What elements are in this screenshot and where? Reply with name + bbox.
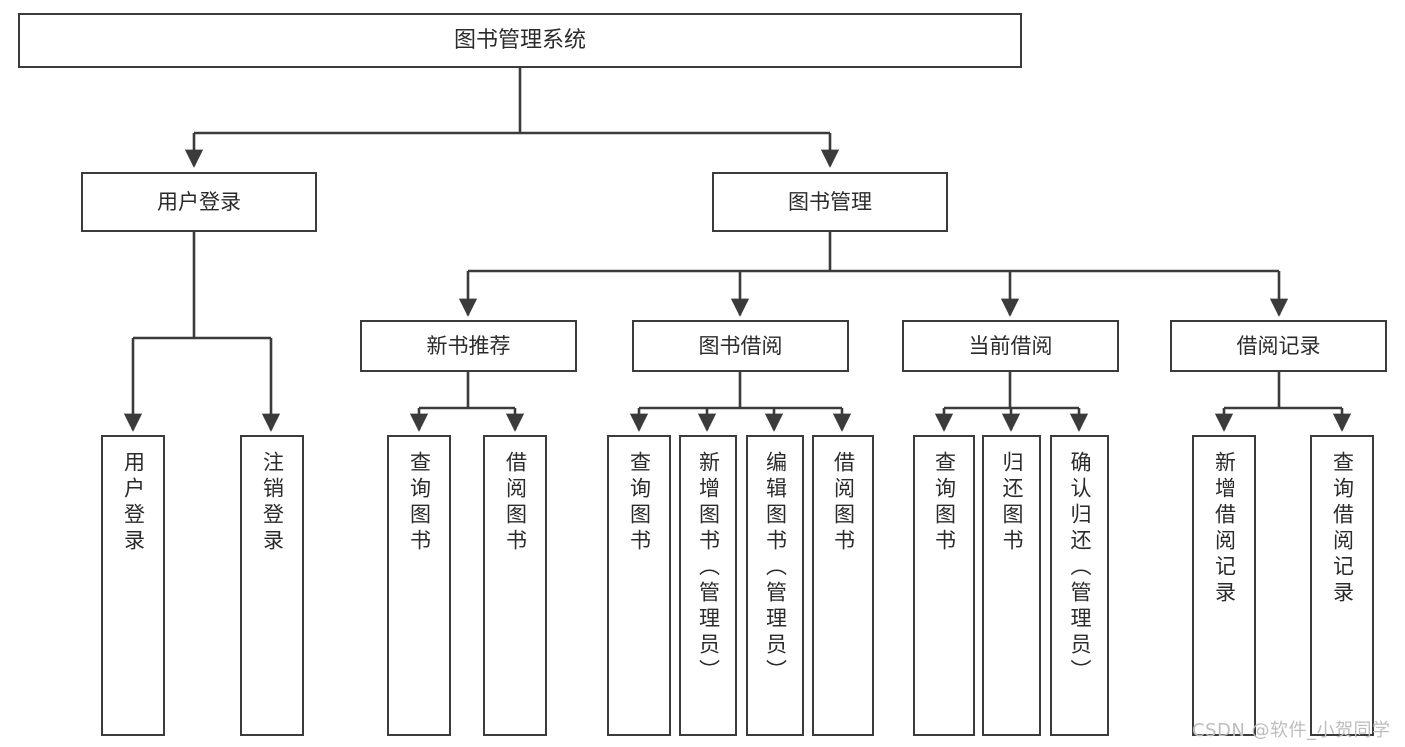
node-label: 编辑图书（管理员） [763, 451, 788, 685]
node-book-borrow[interactable]: 图书借阅 [632, 320, 849, 372]
node-label: 查询图书 [932, 451, 957, 555]
leaf-borrow-book-recommend[interactable]: 借阅图书 [483, 435, 547, 736]
leaf-edit-book-admin[interactable]: 编辑图书（管理员） [746, 435, 804, 736]
leaf-query-book-borrow[interactable]: 查询图书 [607, 435, 671, 736]
node-label: 确认归还（管理员） [1068, 451, 1092, 685]
leaf-logout[interactable]: 注销登录 [240, 435, 304, 736]
node-label: 用户登录 [121, 451, 146, 555]
node-label: 新书推荐 [426, 333, 511, 358]
node-borrow-record[interactable]: 借阅记录 [1170, 320, 1387, 372]
csdn-watermark: CSDN @软件_小贺同学 [1192, 720, 1391, 741]
node-label: 新增图书（管理员） [696, 451, 721, 685]
leaf-return-book[interactable]: 归还图书 [982, 435, 1041, 736]
node-label: 查询图书 [627, 451, 652, 555]
node-label: 归还图书 [1000, 451, 1024, 555]
node-label: 图书管理 [788, 189, 872, 214]
node-label: 借阅图书 [831, 451, 856, 555]
node-label: 当前借阅 [968, 333, 1053, 358]
node-current-borrow[interactable]: 当前借阅 [902, 320, 1119, 372]
node-label: 借阅记录 [1236, 333, 1321, 358]
node-label: 查询借阅记录 [1330, 451, 1355, 607]
node-label: 用户登录 [157, 189, 241, 214]
node-label: 注销登录 [260, 451, 285, 555]
node-root-system[interactable]: 图书管理系统 [18, 13, 1022, 68]
leaf-add-borrow-record[interactable]: 新增借阅记录 [1192, 435, 1256, 736]
leaf-confirm-return-admin[interactable]: 确认归还（管理员） [1050, 435, 1109, 736]
node-user-login[interactable]: 用户登录 [81, 172, 317, 232]
node-book-management[interactable]: 图书管理 [712, 172, 948, 232]
leaf-user-login[interactable]: 用户登录 [101, 435, 165, 736]
node-label: 借阅图书 [503, 451, 528, 555]
leaf-add-book-admin[interactable]: 新增图书（管理员） [679, 435, 737, 736]
node-new-book-recommend[interactable]: 新书推荐 [360, 320, 577, 372]
node-label: 查询图书 [407, 451, 432, 555]
leaf-query-borrow-record[interactable]: 查询借阅记录 [1310, 435, 1374, 736]
leaf-query-book-current[interactable]: 查询图书 [913, 435, 975, 736]
leaf-query-book-recommend[interactable]: 查询图书 [387, 435, 451, 736]
node-label: 图书借阅 [698, 333, 783, 358]
node-label: 图书管理系统 [453, 27, 586, 53]
node-label: 新增借阅记录 [1212, 451, 1237, 607]
leaf-borrow-book-borrow[interactable]: 借阅图书 [812, 435, 874, 736]
